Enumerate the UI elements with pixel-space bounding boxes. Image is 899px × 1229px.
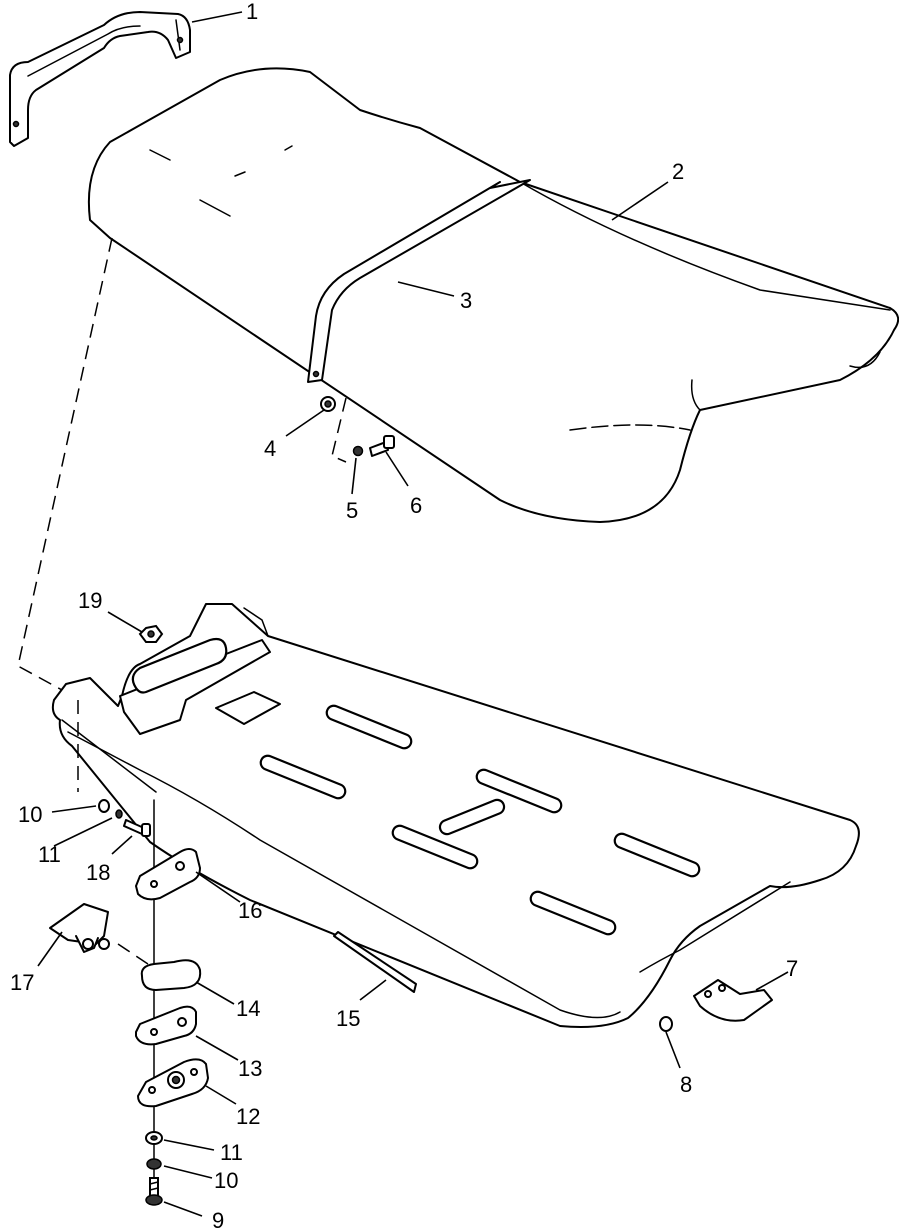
callout-8: 8	[680, 1072, 692, 1097]
callout-10-lower: 10	[214, 1168, 238, 1193]
base-slots	[259, 704, 701, 936]
washer-part-11-upper	[115, 809, 123, 819]
callout-7: 7	[786, 956, 798, 981]
callout-18: 18	[86, 860, 110, 885]
screw-part-9	[145, 1177, 163, 1206]
callout-11-lower: 11	[220, 1140, 243, 1165]
callout-2: 2	[672, 159, 684, 184]
plate-part-13	[135, 1005, 197, 1046]
alignment-line-seat-to-base	[17, 237, 113, 691]
washer-part-10-upper	[98, 799, 110, 813]
callout-15: 15	[336, 1006, 360, 1031]
screw-part-6	[369, 435, 395, 457]
callout-9: 9	[212, 1208, 224, 1229]
seat-cushion-part-2	[87, 67, 899, 523]
latch-plate-part-16	[135, 848, 201, 901]
callout-1: 1	[246, 0, 258, 24]
callout-10-upper: 10	[18, 802, 42, 827]
trim-strip-part-15	[333, 931, 417, 993]
callout-12: 12	[236, 1104, 260, 1129]
callout-3: 3	[460, 288, 472, 313]
callout-labels: 1 2 3 4 5 6 7 8 9 10 10 11 11 12 13 14 1…	[10, 0, 798, 1229]
base-plate-part-12	[137, 1058, 209, 1108]
latch-part-17	[49, 903, 110, 953]
nut-part-4	[320, 396, 336, 412]
latch-alignment-17	[117, 943, 155, 969]
washer-part-5	[352, 445, 364, 457]
washer-part-10-lower	[146, 1158, 162, 1170]
seat-strap-part-3	[307, 179, 531, 383]
callout-14: 14	[236, 996, 260, 1021]
nut-part-8	[659, 1016, 673, 1032]
alignment-line-4-5	[331, 397, 347, 463]
callout-17: 17	[10, 970, 34, 995]
catch-part-14	[140, 959, 202, 991]
callout-13: 13	[238, 1056, 262, 1081]
leader-lines	[37, 11, 789, 1217]
washer-part-11-lower	[145, 1131, 163, 1145]
callout-19: 19	[78, 588, 102, 613]
bolt-part-18	[123, 819, 151, 837]
nut-part-19	[138, 624, 164, 643]
grab-handle-part-1	[9, 11, 191, 147]
callout-6: 6	[410, 493, 422, 518]
callout-4: 4	[264, 436, 276, 461]
callout-11-upper: 11	[38, 842, 61, 867]
bracket-part-7	[693, 979, 773, 1022]
callout-16: 16	[238, 898, 262, 923]
callout-5: 5	[346, 498, 358, 523]
